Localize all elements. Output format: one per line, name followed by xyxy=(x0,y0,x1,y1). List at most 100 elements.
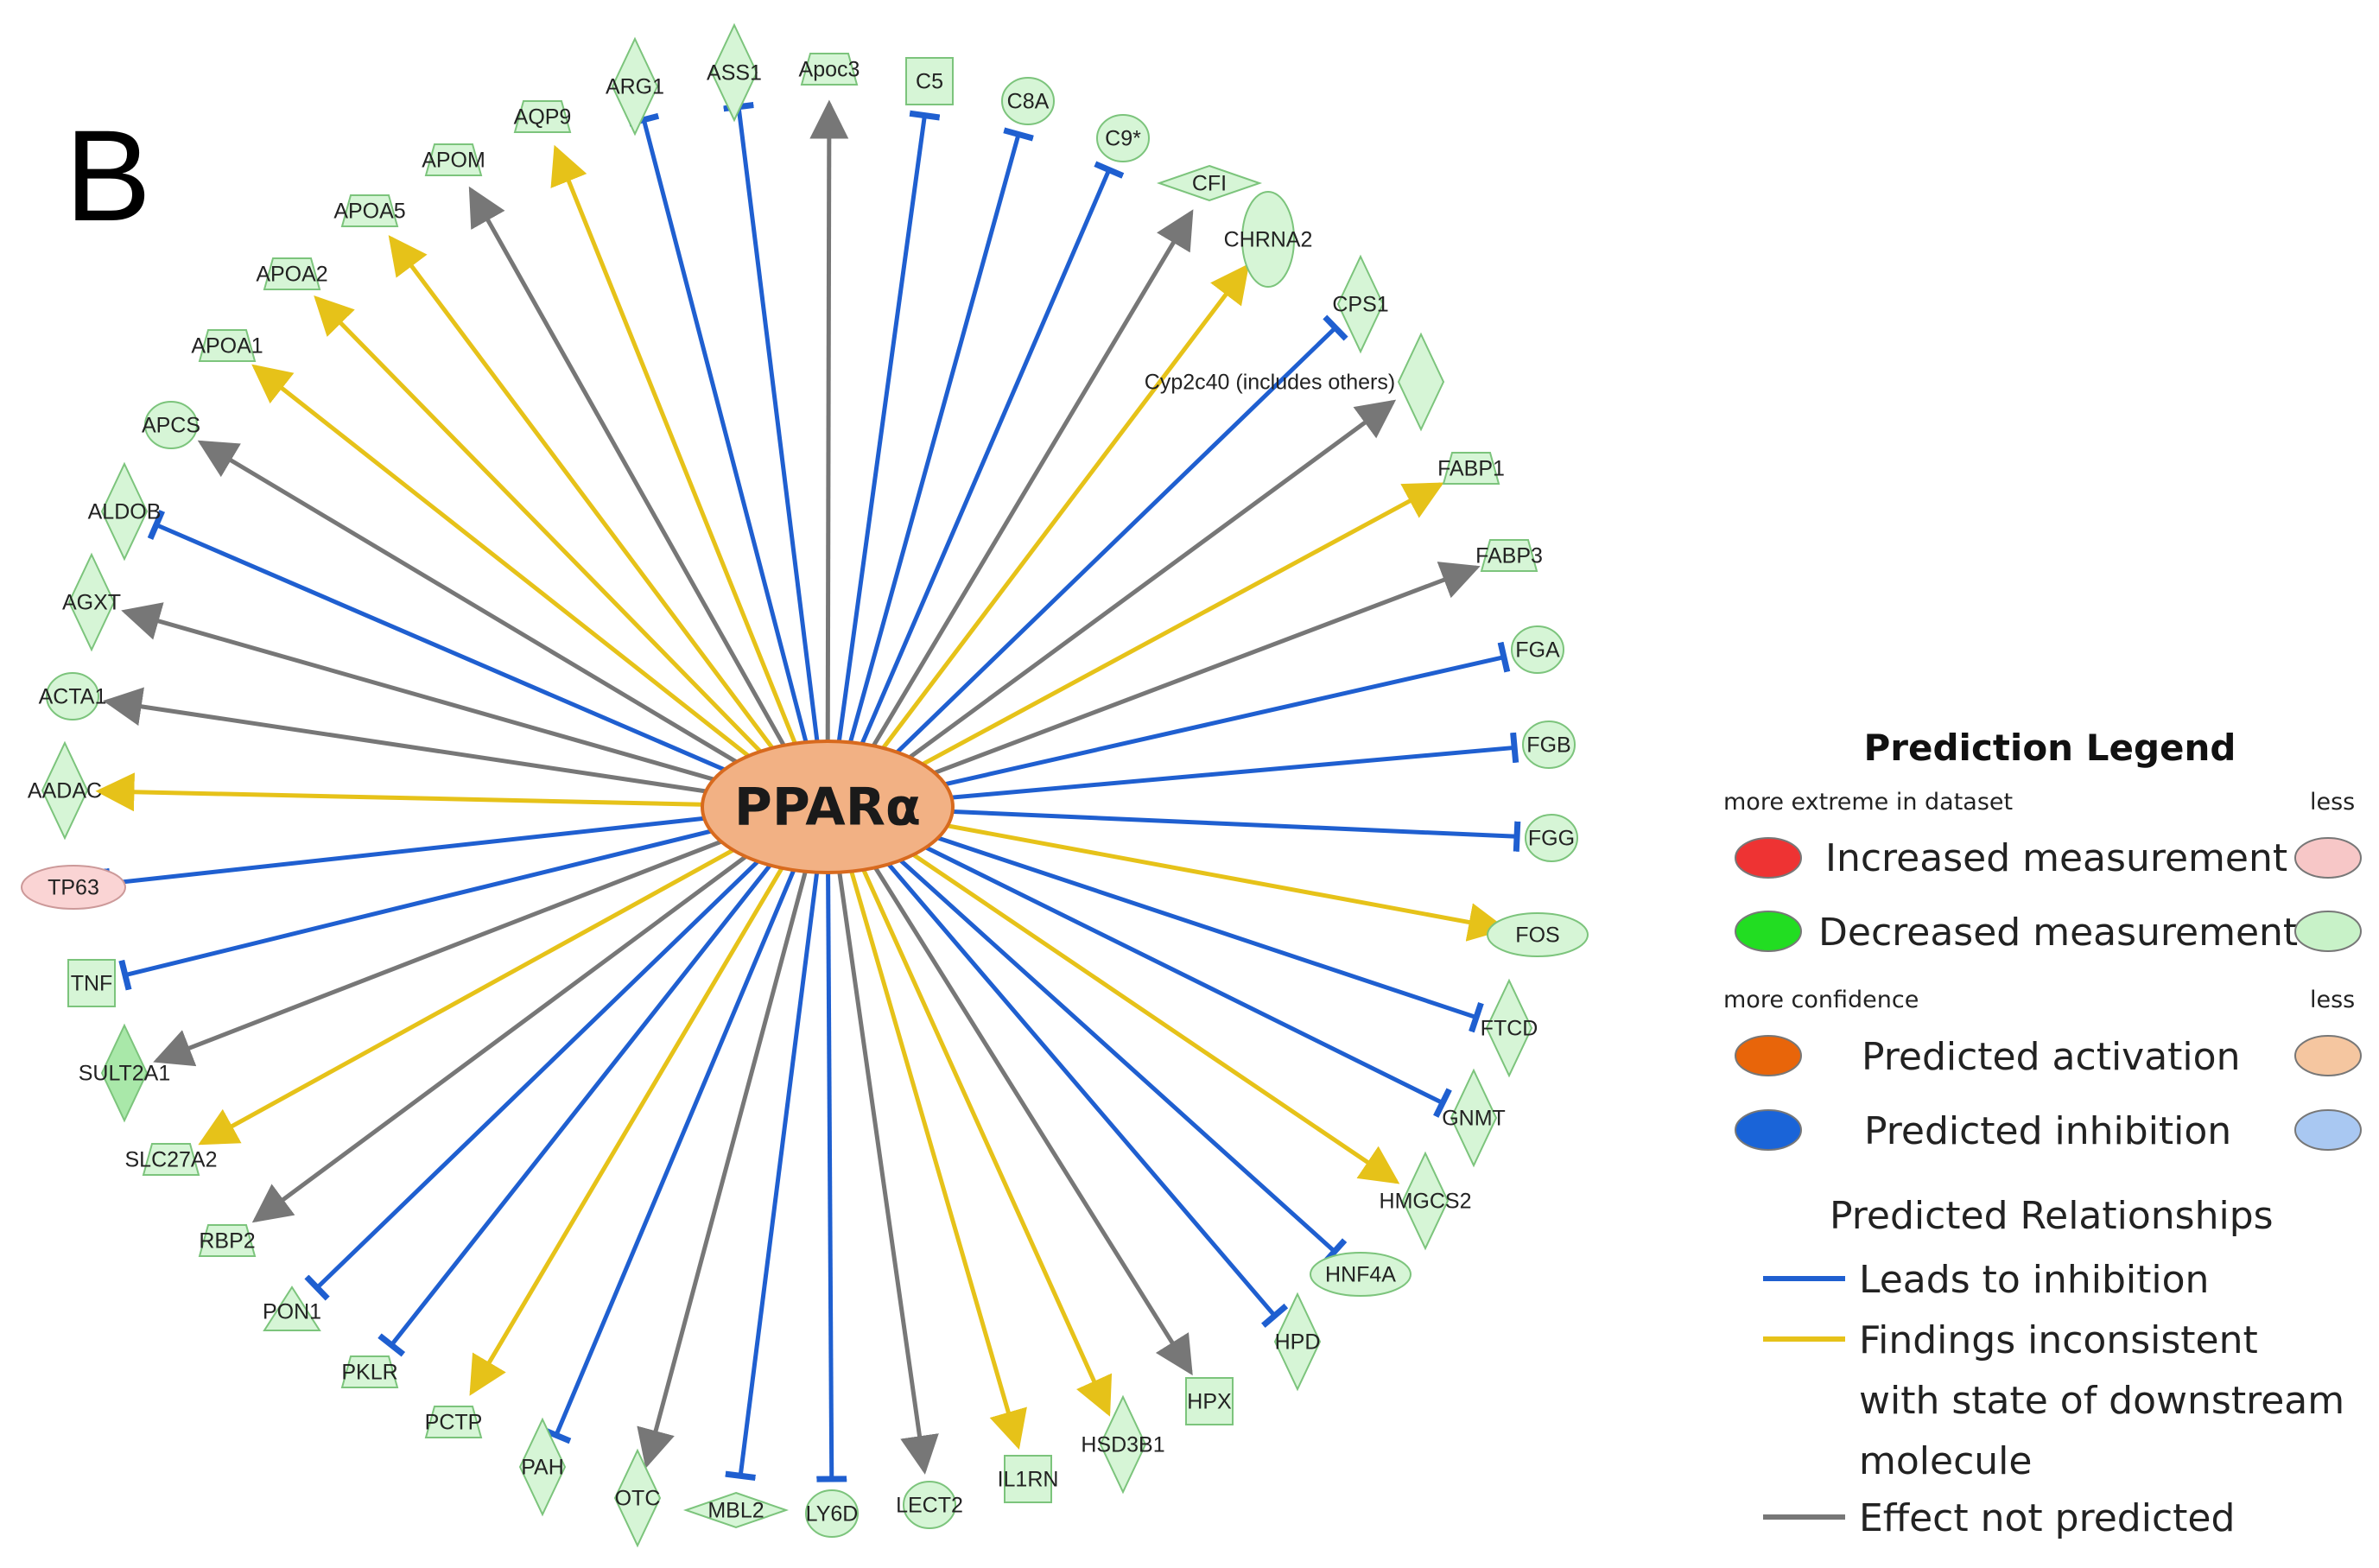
node-il1rn[interactable]: IL1RN xyxy=(998,1455,1059,1503)
node-label: AQP9 xyxy=(514,105,572,130)
node-aqp9[interactable]: AQP9 xyxy=(514,100,572,133)
node-apoc3[interactable]: Apoc3 xyxy=(799,53,860,86)
swatch-increased-strong xyxy=(1735,837,1802,879)
edge-hmgcs2 xyxy=(869,823,1400,1184)
node-apoa2[interactable]: APOA2 xyxy=(256,257,328,290)
node-shape xyxy=(1511,625,1564,674)
edge-tnf xyxy=(118,812,778,991)
edge-lect2 xyxy=(833,841,939,1475)
node-fos[interactable]: FOS xyxy=(1487,912,1589,957)
edge-tp63 xyxy=(103,808,777,899)
node-hpd[interactable]: HPD xyxy=(1273,1292,1322,1392)
node-label: ACTA1 xyxy=(39,685,107,709)
node-chrna2[interactable]: CHRNA2 xyxy=(1224,191,1313,288)
node-hmgcs2[interactable]: HMGCS2 xyxy=(1380,1151,1472,1251)
node-cps1[interactable]: CPS1 xyxy=(1332,254,1389,354)
node-apom[interactable]: APOM xyxy=(422,143,485,176)
swatch-increased-light xyxy=(2294,837,2362,879)
node-label: C5 xyxy=(916,70,943,94)
node-cfi[interactable]: CFI xyxy=(1156,164,1263,202)
node-tnf[interactable]: TNF xyxy=(67,959,116,1007)
node-apoa1[interactable]: APOA1 xyxy=(191,329,263,362)
node-aldob[interactable]: ALDOB xyxy=(88,461,162,562)
node-sult2a1[interactable]: SULT2A1 xyxy=(79,1023,171,1123)
edge-aqp9 xyxy=(550,144,810,776)
edge-apoa5 xyxy=(388,235,798,781)
hub-node[interactable]: PPARα xyxy=(701,740,955,874)
node-shape xyxy=(1004,1455,1052,1503)
node-shape xyxy=(198,329,257,362)
edge-apcs xyxy=(197,440,784,792)
node-shape xyxy=(1485,978,1533,1078)
edges-layer xyxy=(95,99,1521,1482)
node-hpx[interactable]: HPX xyxy=(1185,1377,1234,1425)
node-mbl2[interactable]: MBL2 xyxy=(682,1491,790,1529)
edge-pctp xyxy=(469,835,803,1396)
node-shape xyxy=(263,1286,321,1331)
node-label: CHRNA2 xyxy=(1224,228,1313,252)
node-fga[interactable]: FGA xyxy=(1511,625,1564,674)
node-ly6d[interactable]: LY6D xyxy=(805,1489,859,1538)
node-label: FTCD xyxy=(1481,1017,1538,1041)
node-label: PKLR xyxy=(341,1361,397,1385)
node-label: FOS xyxy=(1515,924,1559,948)
edge-pon1 xyxy=(304,828,792,1301)
node-c5[interactable]: C5 xyxy=(905,57,954,105)
edge-il1rn xyxy=(840,839,1027,1450)
node-shape xyxy=(41,740,89,841)
node-lect2[interactable]: LECT2 xyxy=(896,1481,963,1529)
edge-agxt xyxy=(121,602,778,800)
node-fgb[interactable]: FGB xyxy=(1522,721,1576,769)
node-shape xyxy=(518,1417,567,1517)
node-gnmt[interactable]: GNMT xyxy=(1442,1068,1506,1168)
edge-otc xyxy=(637,839,816,1469)
node-ass1[interactable]: ASS1 xyxy=(707,22,762,123)
node-label: LECT2 xyxy=(896,1494,963,1518)
legend-less-1: less xyxy=(2310,789,2355,816)
node-agxt[interactable]: AGXT xyxy=(62,552,121,652)
edge-cfi xyxy=(853,209,1194,779)
node-shape xyxy=(67,959,116,1007)
edge-hsd3b1 xyxy=(847,837,1113,1417)
node-hnf4a[interactable]: HNF4A xyxy=(1310,1252,1412,1297)
node-label: C9* xyxy=(1105,127,1141,151)
node-tp63[interactable]: TP63 xyxy=(21,865,126,910)
node-aadac[interactable]: AADAC xyxy=(28,740,102,841)
node-label: FGA xyxy=(1515,638,1560,663)
node-fgg[interactable]: FGG xyxy=(1525,814,1578,862)
hub-ellipse xyxy=(701,740,955,874)
node-fabp1[interactable]: FABP1 xyxy=(1437,452,1505,485)
node-otc[interactable]: OTC xyxy=(613,1448,662,1548)
edge-gnmt xyxy=(872,820,1452,1118)
node-shape xyxy=(144,401,198,449)
node-label: HNF4A xyxy=(1325,1263,1396,1287)
node-label: RBP2 xyxy=(199,1229,255,1254)
node-label: CPS1 xyxy=(1332,293,1388,317)
node-rbp2[interactable]: RBP2 xyxy=(198,1224,257,1257)
node-pctp[interactable]: PCTP xyxy=(425,1406,483,1438)
node-slc27a2[interactable]: SLC27A2 xyxy=(124,1143,218,1176)
edge-slc27a2 xyxy=(198,821,783,1146)
node-hsd3b1[interactable]: HSD3B1 xyxy=(1081,1394,1165,1495)
node-ftcd[interactable]: FTCD xyxy=(1481,978,1538,1078)
edge-hpd xyxy=(860,831,1289,1328)
node-apoa5[interactable]: APOA5 xyxy=(333,194,406,227)
node-pklr[interactable]: PKLR xyxy=(340,1355,399,1388)
node-fabp3[interactable]: FABP3 xyxy=(1475,539,1543,572)
hub-label: PPARα xyxy=(734,778,921,838)
edge-c8a xyxy=(839,127,1034,775)
node-pah[interactable]: PAH xyxy=(518,1417,567,1517)
node-pon1[interactable]: PON1 xyxy=(263,1286,321,1331)
node-shape xyxy=(710,22,758,123)
node-apcs[interactable]: APCS xyxy=(142,401,200,449)
node-c8a[interactable]: C8A xyxy=(1001,77,1055,125)
node-shape xyxy=(1522,721,1576,769)
edge-acta1 xyxy=(103,687,777,804)
node-arg1[interactable]: ARG1 xyxy=(606,36,664,136)
node-cyp2c40-includes-others-[interactable]: Cyp2c40 (includes others) xyxy=(1145,332,1445,432)
swatch-inhibition-light xyxy=(2294,1109,2362,1151)
node-acta1[interactable]: ACTA1 xyxy=(39,672,107,721)
node-label: FABP1 xyxy=(1437,457,1505,481)
node-c9-[interactable]: C9* xyxy=(1096,114,1150,162)
